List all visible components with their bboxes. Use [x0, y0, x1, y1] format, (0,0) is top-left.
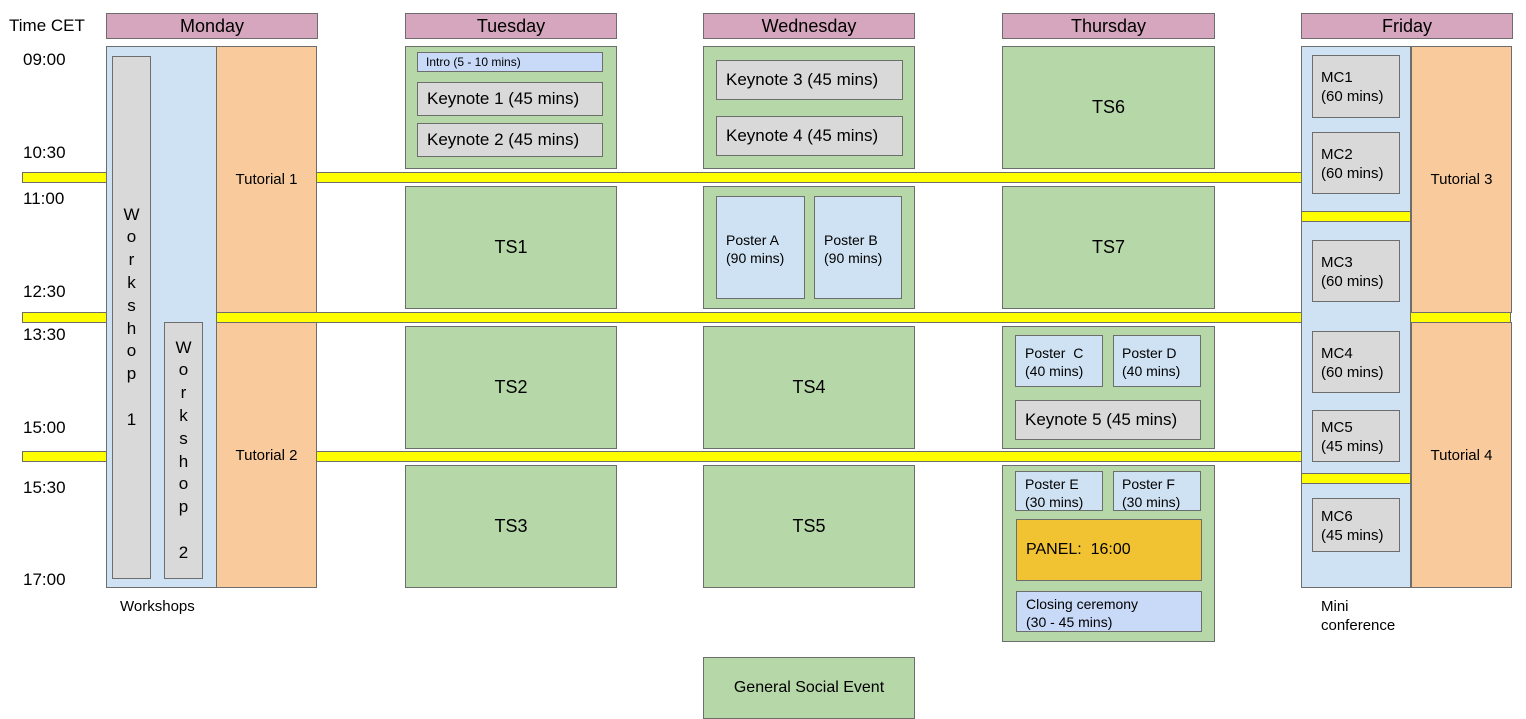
closing-ceremony-duration: (30 - 45 mins)	[1026, 614, 1113, 630]
mini-conference-caption-line: Mini	[1321, 598, 1349, 615]
time-label: 17:00	[23, 570, 66, 589]
ts3: TS3	[405, 465, 617, 588]
mc1-title: MC1	[1321, 69, 1353, 86]
workshop-1-letter: W	[123, 204, 140, 224]
time-label: 13:30	[23, 325, 66, 344]
keynote-5: Keynote 5 (45 mins)	[1015, 400, 1201, 440]
poster-c: Poster C (40 mins)	[1015, 335, 1103, 387]
workshop-1-letter: p	[126, 364, 137, 384]
general-social-event: General Social Event	[703, 657, 915, 719]
tutorial-4: Tutorial 4	[1411, 322, 1512, 588]
poster-b: Poster B (90 mins)	[814, 196, 902, 299]
poster-b-title: Poster B	[824, 232, 878, 248]
poster-d-title: Poster D	[1122, 345, 1177, 361]
mc3-duration: (60 mins)	[1321, 273, 1384, 290]
time-label: 10:30	[23, 143, 66, 162]
workshop-1-letter: o	[126, 341, 137, 361]
panel-block: PANEL: 16:00	[1016, 519, 1202, 581]
workshop-2-letter: r	[180, 383, 187, 403]
keynote-1: Keynote 1 (45 mins)	[417, 82, 603, 116]
break-bar	[1301, 473, 1411, 484]
mc5-duration: (45 mins)	[1321, 438, 1384, 455]
poster-e-duration: (30 mins)	[1025, 494, 1084, 510]
workshop-1-letter: k	[127, 272, 136, 292]
mc4-duration: (60 mins)	[1321, 364, 1384, 381]
workshop-1: W o r k s h o p 1	[112, 56, 151, 579]
tutorial-2: Tutorial 2	[216, 322, 317, 588]
time-label: 11:00	[23, 189, 65, 208]
mc2-title: MC2	[1321, 146, 1353, 163]
workshop-2-letter: W	[175, 337, 192, 357]
mc3-title: MC3	[1321, 254, 1353, 271]
workshop-1-letter: o	[126, 227, 137, 247]
day-header-tuesday: Tuesday	[405, 13, 617, 39]
workshop-1-letter: 1	[126, 409, 137, 429]
mc2-duration: (60 mins)	[1321, 165, 1384, 182]
ts7: TS7	[1002, 186, 1215, 309]
poster-b-duration: (90 mins)	[824, 250, 883, 266]
poster-d-duration: (40 mins)	[1122, 363, 1181, 379]
ts5: TS5	[703, 465, 915, 588]
closing-ceremony-title: Closing ceremony	[1026, 596, 1139, 612]
poster-d: Poster D (40 mins)	[1113, 335, 1201, 387]
mc5-title: MC5	[1321, 419, 1353, 436]
mc3: MC3 (60 mins)	[1312, 240, 1400, 302]
tutorial-3: Tutorial 3	[1411, 46, 1512, 313]
mini-conference-caption: Mini conference	[1321, 597, 1395, 635]
ts4: TS4	[703, 326, 915, 449]
mini-conference-caption-line: conference	[1321, 617, 1396, 634]
mc2: MC2 (60 mins)	[1312, 132, 1400, 194]
mc5: MC5 (45 mins)	[1312, 410, 1400, 462]
time-label: 12:30	[23, 282, 66, 301]
poster-f-duration: (30 mins)	[1122, 494, 1181, 510]
time-label: 15:00	[23, 418, 66, 437]
keynote-3: Keynote 3 (45 mins)	[716, 60, 903, 100]
workshop-1-letter: h	[126, 318, 137, 338]
closing-ceremony: Closing ceremony (30 - 45 mins)	[1016, 591, 1202, 632]
mc6-duration: (45 mins)	[1321, 527, 1384, 544]
workshop-2-letter: 2	[178, 542, 189, 562]
keynote-2: Keynote 2 (45 mins)	[417, 123, 603, 157]
workshop-2-letter: k	[179, 405, 188, 425]
workshop-1-letter: r	[128, 250, 135, 270]
poster-a-title: Poster A	[726, 232, 779, 248]
day-header-wednesday: Wednesday	[703, 13, 915, 39]
workshop-2-letter: p	[178, 497, 189, 517]
mc4-title: MC4	[1321, 345, 1353, 362]
workshop-1-letter: s	[127, 295, 136, 315]
poster-e: Poster E (30 mins)	[1015, 471, 1103, 511]
intro-block: Intro (5 - 10 mins)	[417, 52, 603, 72]
workshop-2-letter: o	[178, 360, 189, 380]
day-header-monday: Monday	[106, 13, 318, 39]
time-label: 09:00	[23, 50, 66, 69]
time-label: 15:30	[23, 478, 66, 497]
break-bar	[22, 312, 1511, 323]
ts2: TS2	[405, 326, 617, 449]
mc1: MC1 (60 mins)	[1312, 55, 1400, 118]
mc6: MC6 (45 mins)	[1312, 498, 1400, 552]
day-header-friday: Friday	[1301, 13, 1513, 39]
workshop-2-letter: h	[178, 451, 189, 471]
ts6: TS6	[1002, 46, 1215, 169]
poster-e-title: Poster E	[1025, 476, 1079, 492]
poster-a: Poster A (90 mins)	[716, 196, 805, 299]
day-header-thursday: Thursday	[1002, 13, 1215, 39]
break-bar	[1301, 211, 1411, 222]
mc6-title: MC6	[1321, 508, 1353, 525]
poster-a-duration: (90 mins)	[726, 250, 785, 266]
mc4: MC4 (60 mins)	[1312, 331, 1400, 393]
keynote-4: Keynote 4 (45 mins)	[716, 116, 903, 156]
workshops-caption: Workshops	[120, 598, 195, 615]
time-header: Time CET	[9, 16, 85, 35]
poster-c-duration: (40 mins)	[1025, 363, 1084, 379]
workshop-2-letter: o	[178, 474, 189, 494]
workshop-2: W o r k s h o p 2	[164, 322, 203, 579]
workshop-2-letter: s	[179, 428, 188, 448]
poster-f-title: Poster F	[1122, 476, 1175, 492]
tutorial-1: Tutorial 1	[216, 46, 317, 313]
poster-c-title: Poster C	[1025, 345, 1084, 361]
ts1: TS1	[405, 186, 617, 309]
mc1-duration: (60 mins)	[1321, 88, 1384, 105]
poster-f: Poster F (30 mins)	[1113, 471, 1201, 511]
